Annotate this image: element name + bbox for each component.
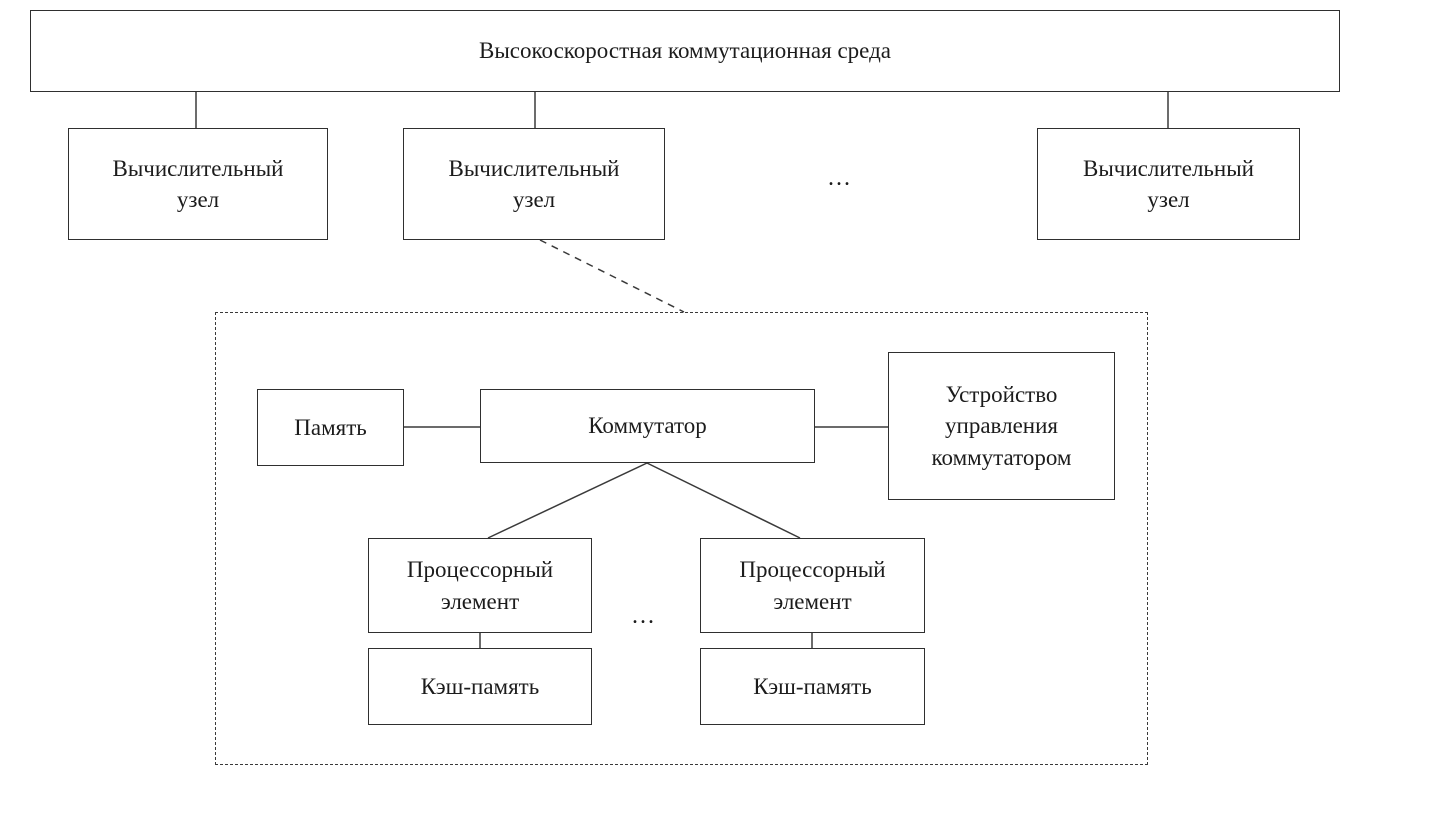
high-speed-switching-medium-box: Высокоскоростная коммутационная среда bbox=[30, 10, 1340, 92]
switch-box: Коммутатор bbox=[480, 389, 815, 463]
memory-label: Память bbox=[294, 414, 367, 440]
processors-ellipsis: ... bbox=[632, 603, 656, 629]
switch-to-processor2-line bbox=[646, 462, 801, 539]
high-speed-switching-medium-label: Высокоскоростная коммутационная среда bbox=[479, 38, 891, 64]
cache-memory-box-1: Кэш-память bbox=[368, 648, 592, 725]
cache-memory-label-2: Кэш-память bbox=[753, 673, 872, 699]
compute-node-box-1: Вычислительный узел bbox=[68, 128, 328, 240]
switch-label: Коммутатор bbox=[588, 413, 707, 439]
compute-node-label-2: Вычислительный узел bbox=[448, 155, 620, 212]
switch-to-processor1-line bbox=[487, 462, 648, 539]
compute-node-detail-frame bbox=[215, 312, 1148, 765]
compute-node-label-3: Вычислительный узел bbox=[1083, 155, 1254, 212]
cache-memory-box-2: Кэш-память bbox=[700, 648, 925, 725]
nodes-ellipsis: ... bbox=[828, 165, 852, 191]
cache-memory-label-1: Кэш-память bbox=[420, 673, 540, 699]
processor-element-box-1: Процессорный элемент bbox=[368, 538, 592, 633]
processor-element-label-1: Процессорный элемент bbox=[406, 557, 554, 614]
compute-node-box-2: Вычислительный узел bbox=[403, 128, 665, 240]
processor-element-box-2: Процессорный элемент bbox=[700, 538, 925, 633]
node2-to-detail-dashed-line bbox=[539, 239, 685, 313]
switch-controller-box: Устройство управления коммутатором bbox=[888, 352, 1115, 500]
compute-node-box-3: Вычислительный узел bbox=[1037, 128, 1300, 240]
switch-controller-label: Устройство управления коммутатором bbox=[931, 382, 1072, 470]
memory-box: Память bbox=[257, 389, 404, 466]
processor-element-label-2: Процессорный элемент bbox=[739, 557, 886, 614]
compute-node-label-1: Вычислительный узел bbox=[112, 155, 284, 212]
